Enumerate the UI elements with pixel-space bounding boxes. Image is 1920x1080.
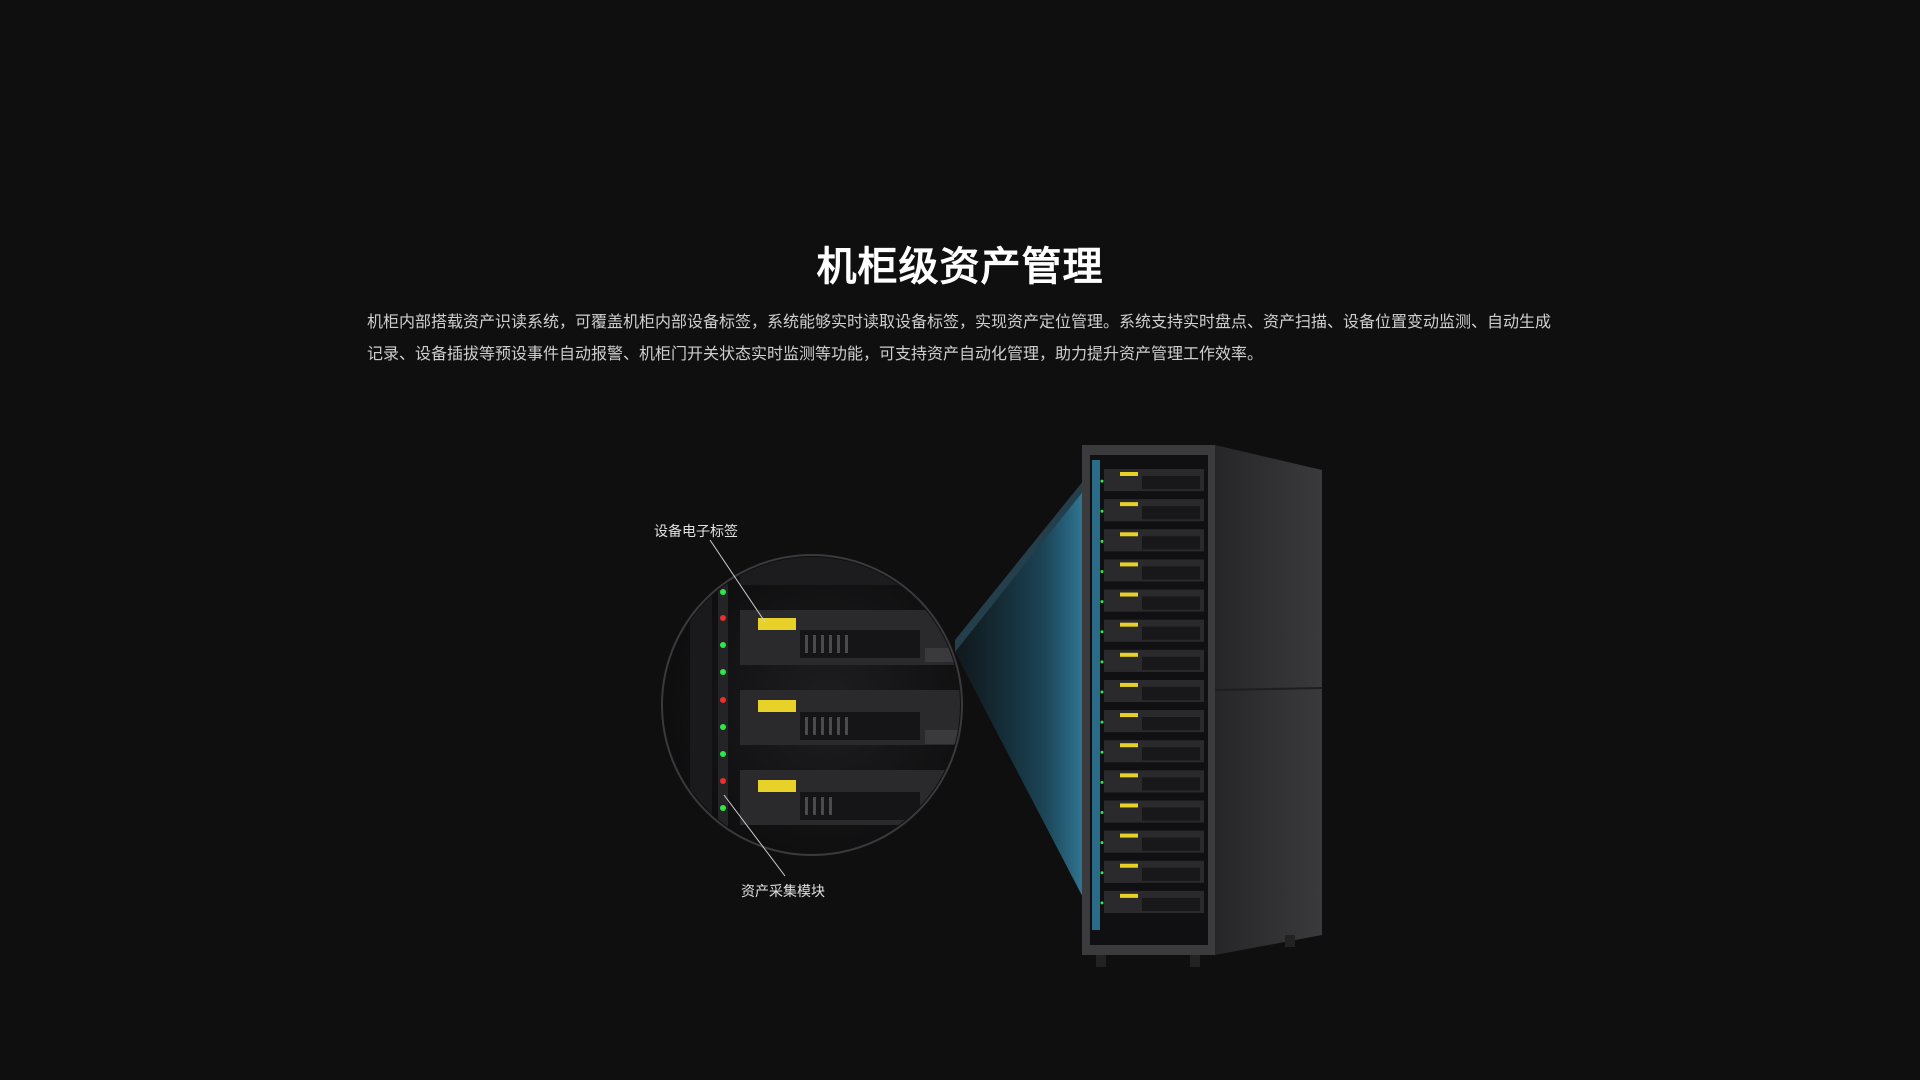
- magnifier-lens: [661, 554, 963, 856]
- rack-server-unit: [1100, 710, 1204, 733]
- rack-server-unit: [1100, 890, 1204, 913]
- scan-beam: [955, 470, 1100, 930]
- zoom-server-2: [740, 690, 960, 745]
- scan-beam-edge: [955, 470, 1100, 652]
- led-strip: [720, 589, 726, 811]
- rack-server-unit: [1100, 740, 1204, 763]
- rack-server-unit: [1100, 800, 1204, 823]
- rack-server-unit: [1100, 860, 1204, 883]
- electronic-tag-label: 设备电子标签: [654, 524, 738, 540]
- rack-server-unit: [1100, 589, 1204, 612]
- section-description: 机柜内部搭载资产识读系统，可覆盖机柜内部设备标签，系统能够实时读取设备标签，实现…: [367, 312, 1552, 363]
- rack-server-unit: [1100, 770, 1204, 793]
- tag-leader-line: [709, 539, 766, 623]
- zoom-server-1: [740, 557, 960, 665]
- section-title: 机柜级资产管理: [816, 244, 1104, 290]
- rack-server-unit: [1100, 529, 1204, 552]
- rack-server-unit: [1100, 469, 1204, 492]
- module-leader-line: [723, 794, 786, 877]
- server-rack: [1082, 445, 1323, 967]
- rack-server-unit: [1100, 649, 1204, 672]
- zoom-server-3: [740, 770, 960, 825]
- rack-server-unit: [1100, 830, 1204, 853]
- rack-server-unit: [1100, 679, 1204, 703]
- rack-server-unit: [1100, 499, 1204, 522]
- rack-server-unit: [1100, 619, 1204, 642]
- asset-collector-label: 资产采集模块: [741, 884, 825, 900]
- rack-server-unit: [1100, 559, 1204, 582]
